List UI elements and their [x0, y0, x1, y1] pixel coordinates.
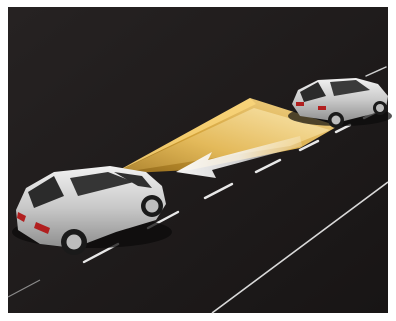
illustration-frame	[0, 0, 396, 321]
acc-scene-illustration	[0, 0, 396, 321]
